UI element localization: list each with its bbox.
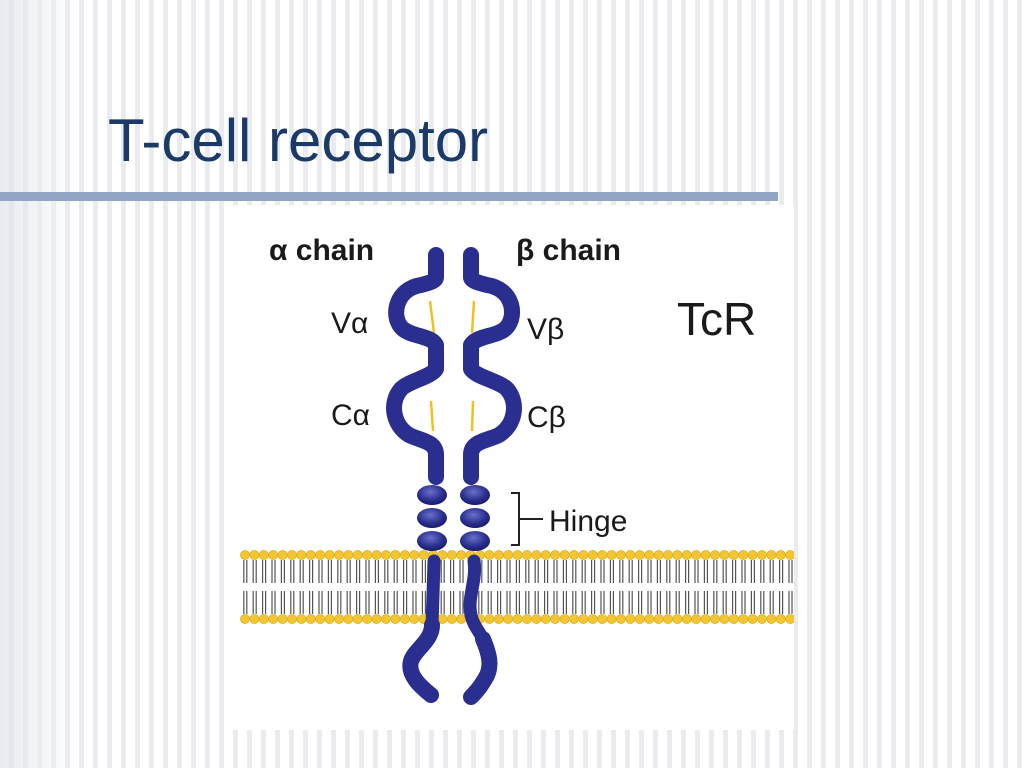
beta-hinge-bead: [460, 485, 490, 505]
beta-chain: [463, 247, 522, 705]
alpha-chain-transmembrane: [425, 554, 441, 632]
alpha-hinge-bead: [417, 485, 447, 505]
c-alpha-label: Cα: [331, 399, 370, 432]
beta-hinge-bead: [460, 508, 490, 528]
beta-hinge-beads: [460, 485, 490, 551]
title-divider: [0, 192, 778, 201]
tcr-diagram-svg: α chain β chain Vα Vβ Cα Cβ TcR Hinge: [240, 234, 794, 705]
disulfide-bond-c-beta: [470, 400, 475, 432]
alpha-chain-cytoplasmic: [402, 617, 440, 703]
alpha-hinge-bead: [417, 508, 447, 528]
disulfide-bond-c-alpha: [429, 400, 435, 432]
disulfide-bonds: [428, 300, 476, 432]
beta-chain-cytoplasmic: [463, 631, 498, 705]
alpha-chain-label: α chain: [269, 234, 374, 267]
v-beta-label: Vβ: [527, 313, 564, 346]
disulfide-bond-v-alpha: [428, 300, 436, 334]
disulfide-bond-v-beta: [470, 300, 476, 334]
beta-chain-extracellular: [463, 247, 522, 485]
cell-membrane: [240, 550, 794, 624]
hinge-bracket: [511, 492, 543, 546]
c-beta-label: Cβ: [527, 401, 566, 434]
alpha-hinge-beads: [417, 485, 447, 551]
v-alpha-label: Vα: [331, 307, 368, 340]
beta-chain-label: β chain: [516, 234, 621, 267]
alpha-hinge-bead: [417, 531, 447, 551]
beta-hinge-bead: [460, 531, 490, 551]
hinge-label: Hinge: [549, 505, 627, 538]
membrane-lipid-tails: [243, 560, 793, 614]
membrane-lipid-heads: [240, 550, 794, 624]
slide-title: T-cell receptor: [108, 107, 489, 174]
tcr-diagram: α chain β chain Vα Vβ Cα Cβ TcR Hinge: [231, 205, 794, 730]
beta-chain-transmembrane: [463, 554, 490, 646]
alpha-chain-extracellular: [386, 247, 444, 485]
left-background-band: [0, 0, 78, 768]
receptor-label: TcR: [677, 293, 756, 345]
alpha-chain: [386, 247, 444, 703]
